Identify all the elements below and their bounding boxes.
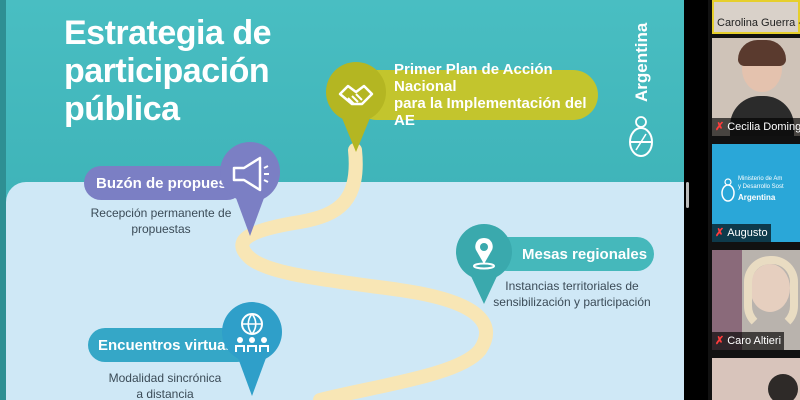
participant-tile[interactable]: ✗ Cecilia Domingu <box>712 38 800 136</box>
participant-name-label: ✗ Caro Altieri <box>712 332 785 350</box>
participant-name: Caro Altieri <box>727 335 782 347</box>
ministry-line-3: Argentina <box>738 193 776 202</box>
mic-muted-icon: ✗ <box>715 121 725 133</box>
participant-tile[interactable]: Carolina Guerra - <box>712 0 800 34</box>
participant-tile[interactable] <box>712 358 800 400</box>
ministry-logo: Ministerio de Am y Desarrollo Sost Argen… <box>720 174 798 214</box>
scrollbar-thumb[interactable] <box>686 182 689 208</box>
location-pin-icon <box>456 224 512 304</box>
participant-tile[interactable]: Ministerio de Am y Desarrollo Sost Argen… <box>712 144 800 242</box>
slide-title: Estrategia de participación pública <box>64 14 272 128</box>
participant-name-label: ✗ Cecilia Domingu <box>712 118 800 136</box>
step-mesas-text: Mesas regionales <box>522 245 648 263</box>
step-buzon-label: Buzón de propuestas <box>84 166 249 200</box>
participant-name-label: Carolina Guerra - <box>714 14 800 32</box>
coat-of-arms-icon <box>721 178 735 202</box>
participant-name: Carolina Guerra - <box>717 17 800 29</box>
ministry-line-2: y Desarrollo Sost <box>738 184 784 190</box>
step-buzon-description: Recepción permanente de propuestas <box>90 206 232 236</box>
argentina-label: Argentina <box>632 22 651 102</box>
slide-bottom-background <box>6 182 684 400</box>
participant-video <box>768 374 798 400</box>
megaphone-icon <box>220 142 280 236</box>
slide-left-strip <box>0 0 6 400</box>
participant-name-label: ✗ Augusto <box>712 224 771 242</box>
participant-tile[interactable]: ✗ Caro Altieri <box>712 250 800 350</box>
participant-name: Augusto <box>727 227 768 239</box>
step-encuentros-text: Encuentros virtuales <box>98 336 247 354</box>
step-encuentros-description: Modalidad sincrónica a distancia <box>108 371 222 400</box>
step-primer-plan-text: Primer Plan de Acción Nacional para la I… <box>394 61 587 129</box>
handshake-icon <box>326 62 386 152</box>
step-primer-plan-label: Primer Plan de Acción Nacional para la I… <box>352 61 598 129</box>
argentina-brand: Argentina <box>622 6 662 166</box>
participant-name: Cecilia Domingu <box>727 121 800 133</box>
ministry-line-1: Ministerio de Am <box>738 176 783 182</box>
step-buzon-text: Buzón de propuestas <box>96 174 249 192</box>
roadmap-path <box>235 143 493 400</box>
globe-people-icon <box>222 302 282 396</box>
coat-of-arms-icon <box>629 116 653 157</box>
participants-sidebar: Carolina Guerra - ✗ Cecilia Domingu Mini… <box>708 0 800 400</box>
mic-muted-icon: ✗ <box>715 227 725 239</box>
step-mesas-description: Instancias territoriales de sensibilizac… <box>493 279 651 309</box>
shared-presentation-slide: Estrategia de participación pública Prim… <box>0 0 684 400</box>
mic-muted-icon: ✗ <box>715 335 725 347</box>
step-mesas-label: Mesas regionales <box>490 237 654 271</box>
